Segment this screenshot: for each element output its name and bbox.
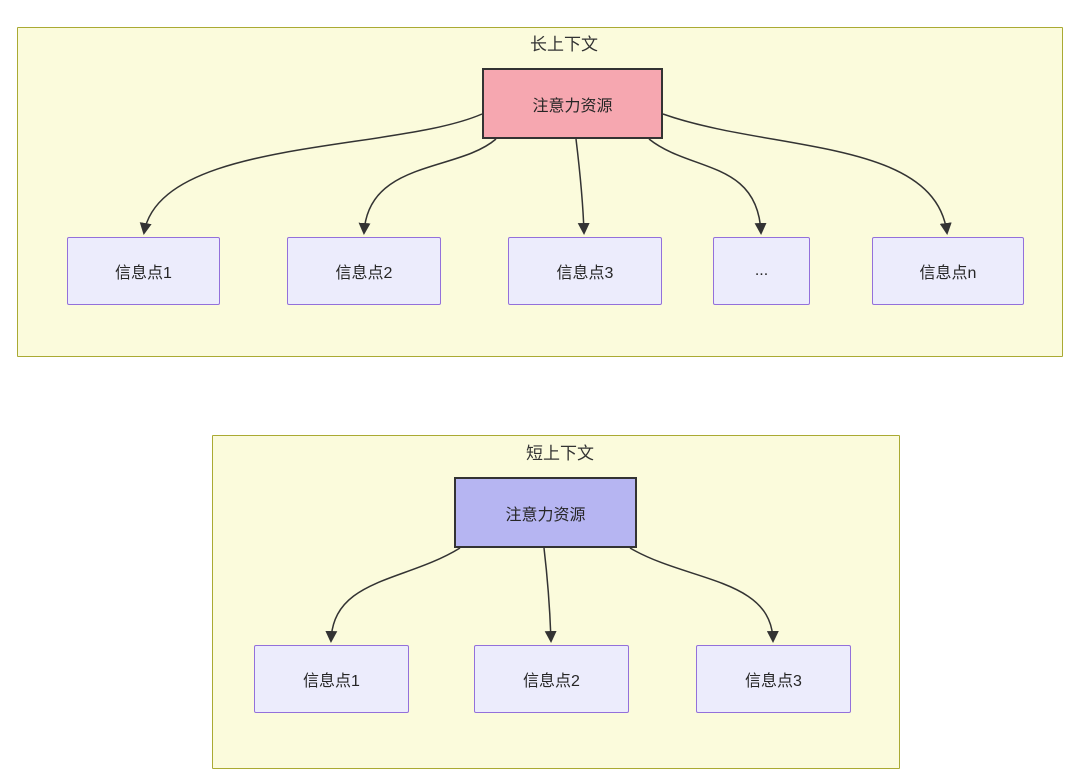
node-short-info-1: 信息点1: [254, 645, 409, 713]
node-attention-short-label: 注意力资源: [505, 506, 586, 524]
node-attention-long-label: 注意力资源: [532, 97, 613, 115]
panel-short-context-title: 短上下文: [526, 444, 594, 463]
node-long-info-2-label: 信息点2: [335, 265, 393, 282]
node-long-info-1: 信息点1: [67, 237, 220, 305]
panel-long-context-title: 长上下文: [530, 35, 598, 54]
node-short-info-3: 信息点3: [696, 645, 851, 713]
node-short-info-2-label: 信息点2: [523, 673, 580, 690]
node-long-info-3-label: 信息点3: [556, 265, 614, 282]
node-short-info-3-label: 信息点3: [745, 673, 802, 690]
node-long-ellipsis: ...: [713, 237, 810, 305]
node-attention-long: 注意力资源: [482, 68, 663, 139]
node-long-info-3: 信息点3: [508, 237, 662, 305]
node-long-info-n-label: 信息点n: [919, 265, 977, 282]
node-short-info-1-label: 信息点1: [303, 673, 360, 690]
node-long-info-1-label: 信息点1: [115, 265, 172, 282]
node-attention-short: 注意力资源: [454, 477, 637, 548]
node-short-info-2: 信息点2: [474, 645, 629, 713]
node-long-info-n: 信息点n: [872, 237, 1024, 305]
node-long-ellipsis-label: ...: [754, 262, 769, 279]
node-long-info-2: 信息点2: [287, 237, 441, 305]
